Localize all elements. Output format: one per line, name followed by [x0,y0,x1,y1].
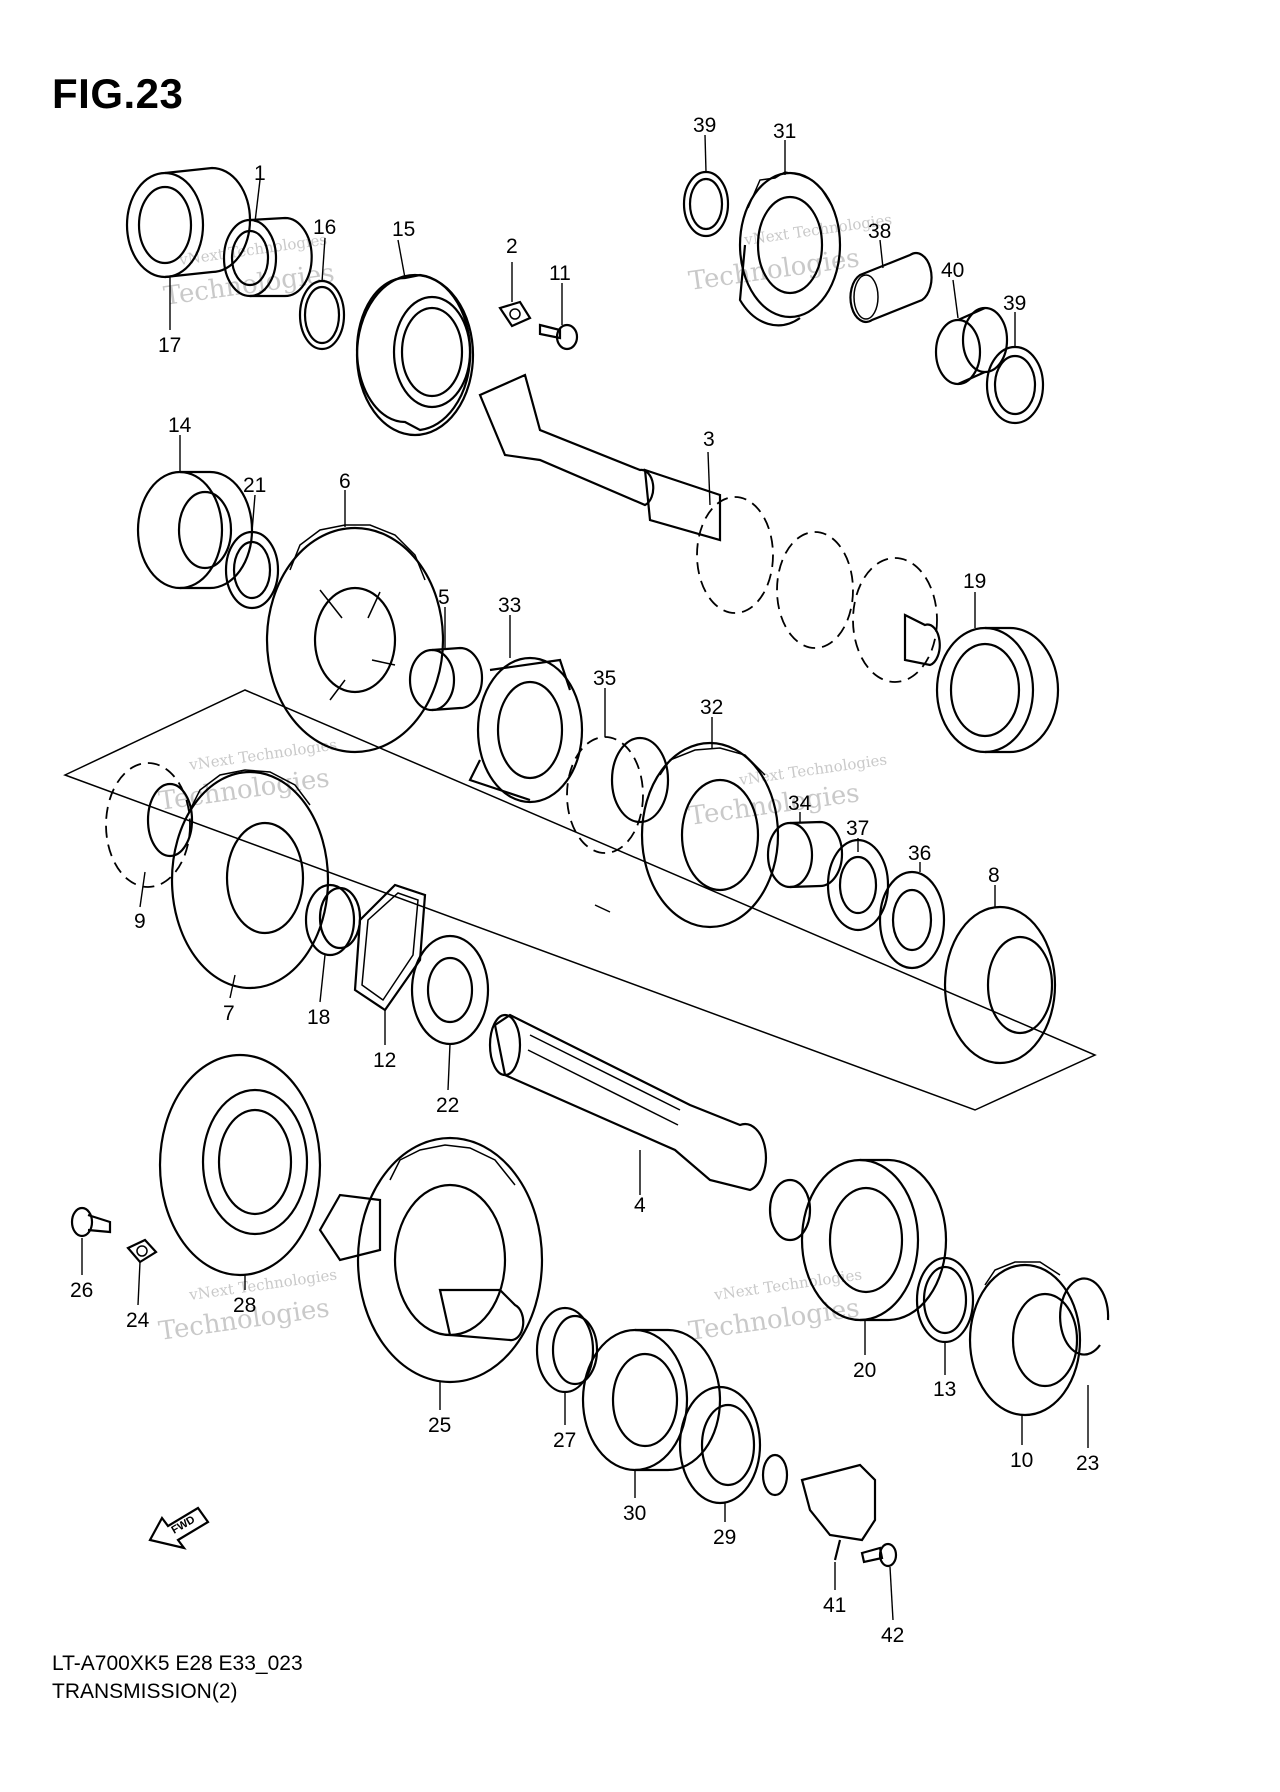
part-8-gear [943,905,1057,1065]
part-label-24: 24 [126,1309,150,1332]
part-label-37: 37 [846,817,869,840]
part-label-9: 9 [134,910,146,933]
part-label-3: 3 [703,428,715,451]
part-label-12: 12 [373,1049,396,1072]
part-label-31: 31 [773,120,796,143]
part-24-nut [126,1238,158,1264]
figure-title: FIG.23 [52,70,184,117]
part-11-screw [538,323,579,351]
part-19-bearing [935,626,1060,754]
part-label-25: 25 [428,1414,451,1437]
part-label-13: 13 [933,1378,956,1401]
part-label-22: 22 [436,1094,459,1117]
part-label-33: 33 [498,594,521,617]
part-28-bearing [158,1053,322,1277]
part-31-gear [738,171,842,327]
part-label-11: 11 [549,262,571,285]
part-label-21: 21 [243,474,266,497]
part-label-41: 41 [823,1594,846,1617]
part-16-circlip [298,279,346,351]
part-34-bushing [766,820,844,889]
part-22-washer [410,934,490,1046]
part-label-26: 26 [70,1279,93,1302]
leader-lines [81,134,1089,1621]
part-label-34: 34 [788,792,812,815]
part-label-18: 18 [307,1006,330,1029]
part-label-27: 27 [553,1429,576,1452]
part-6-gear [265,524,445,754]
part-1-bushing [222,216,313,298]
part-9-gear [105,762,194,888]
part-label-1: 1 [254,162,266,185]
watermark-text: Technologies [687,243,862,297]
part-label-39: 39 [693,114,716,137]
part-10-gear [968,1261,1082,1417]
part-label-2: 2 [506,235,518,258]
part-39-washer-top [682,170,730,238]
fwd-arrow-icon: FWD [148,1506,210,1550]
part-32-gear [640,741,780,929]
part-label-15: 15 [392,218,415,241]
part-41-sensor [800,1463,877,1561]
part-12-shim [353,883,427,1012]
part-18-bushing [304,883,362,957]
subassembly-outline [63,689,1097,1111]
watermark-text: Technologies [687,1293,862,1347]
part-label-29: 29 [713,1526,736,1549]
part-label-7: 7 [223,1002,235,1025]
part-27-bushing [535,1306,599,1394]
part-label-30: 30 [623,1502,646,1525]
part-29-oil-seal [678,1385,762,1505]
part-label-6: 6 [339,470,351,493]
part-26-bolt [70,1206,112,1238]
part-5-bushing [408,646,484,712]
part-label-28: 28 [233,1294,256,1317]
part-label-8: 8 [988,864,1000,887]
fwd-label: FWD [170,1514,198,1537]
part-label-36: 36 [908,842,931,865]
part-label-10: 10 [1010,1449,1033,1472]
figure-caption: LT-A700XK5 E28 E33_023 TRANSMISSION(2) [52,1650,303,1706]
part-2-washer [498,300,532,328]
part-33-gear [468,656,584,804]
part-label-42: 42 [881,1624,904,1647]
part-36-washer [878,870,946,970]
part-label-19: 19 [963,570,986,593]
part-label-20: 20 [853,1359,876,1382]
part-35-gear [566,736,670,854]
section-name: TRANSMISSION(2) [52,1680,238,1703]
part-label-23: 23 [1076,1452,1099,1475]
part-o-ring [761,1453,789,1497]
part-38-sleeve [849,252,933,323]
watermarks: vNext Technologies Technologies vNext Te… [157,210,893,1347]
part-label-39: 39 [1003,292,1026,315]
part-4-driveshaft [488,1013,812,1242]
part-30-bearing [581,1328,722,1472]
part-label-38: 38 [868,220,891,243]
part-15-bearing [355,273,475,437]
part-40-needle-bearing [934,306,1009,386]
part-label-5: 5 [438,586,450,609]
part-label-16: 16 [313,216,336,239]
part-25-output-gear [318,1136,544,1384]
part-7-gear [170,769,330,990]
part-42-bolt [860,1542,898,1568]
part-labels: 1 2 3 4 5 6 7 8 9 10 11 12 13 14 15 16 1… [70,114,1099,1647]
part-label-32: 32 [700,696,723,719]
part-20-bearing [800,1158,948,1322]
part-label-35: 35 [593,667,616,690]
part-label-17: 17 [158,334,181,357]
part-label-40: 40 [941,259,964,282]
part-label-14: 14 [168,414,192,437]
center-line [594,904,611,913]
part-label-4: 4 [634,1194,646,1217]
model-code: LT-A700XK5 E28 E33_023 [52,1652,303,1675]
part-23-circlip [1059,1277,1110,1356]
part-39-washer-right [985,345,1045,425]
part-3-countershaft [478,373,941,683]
